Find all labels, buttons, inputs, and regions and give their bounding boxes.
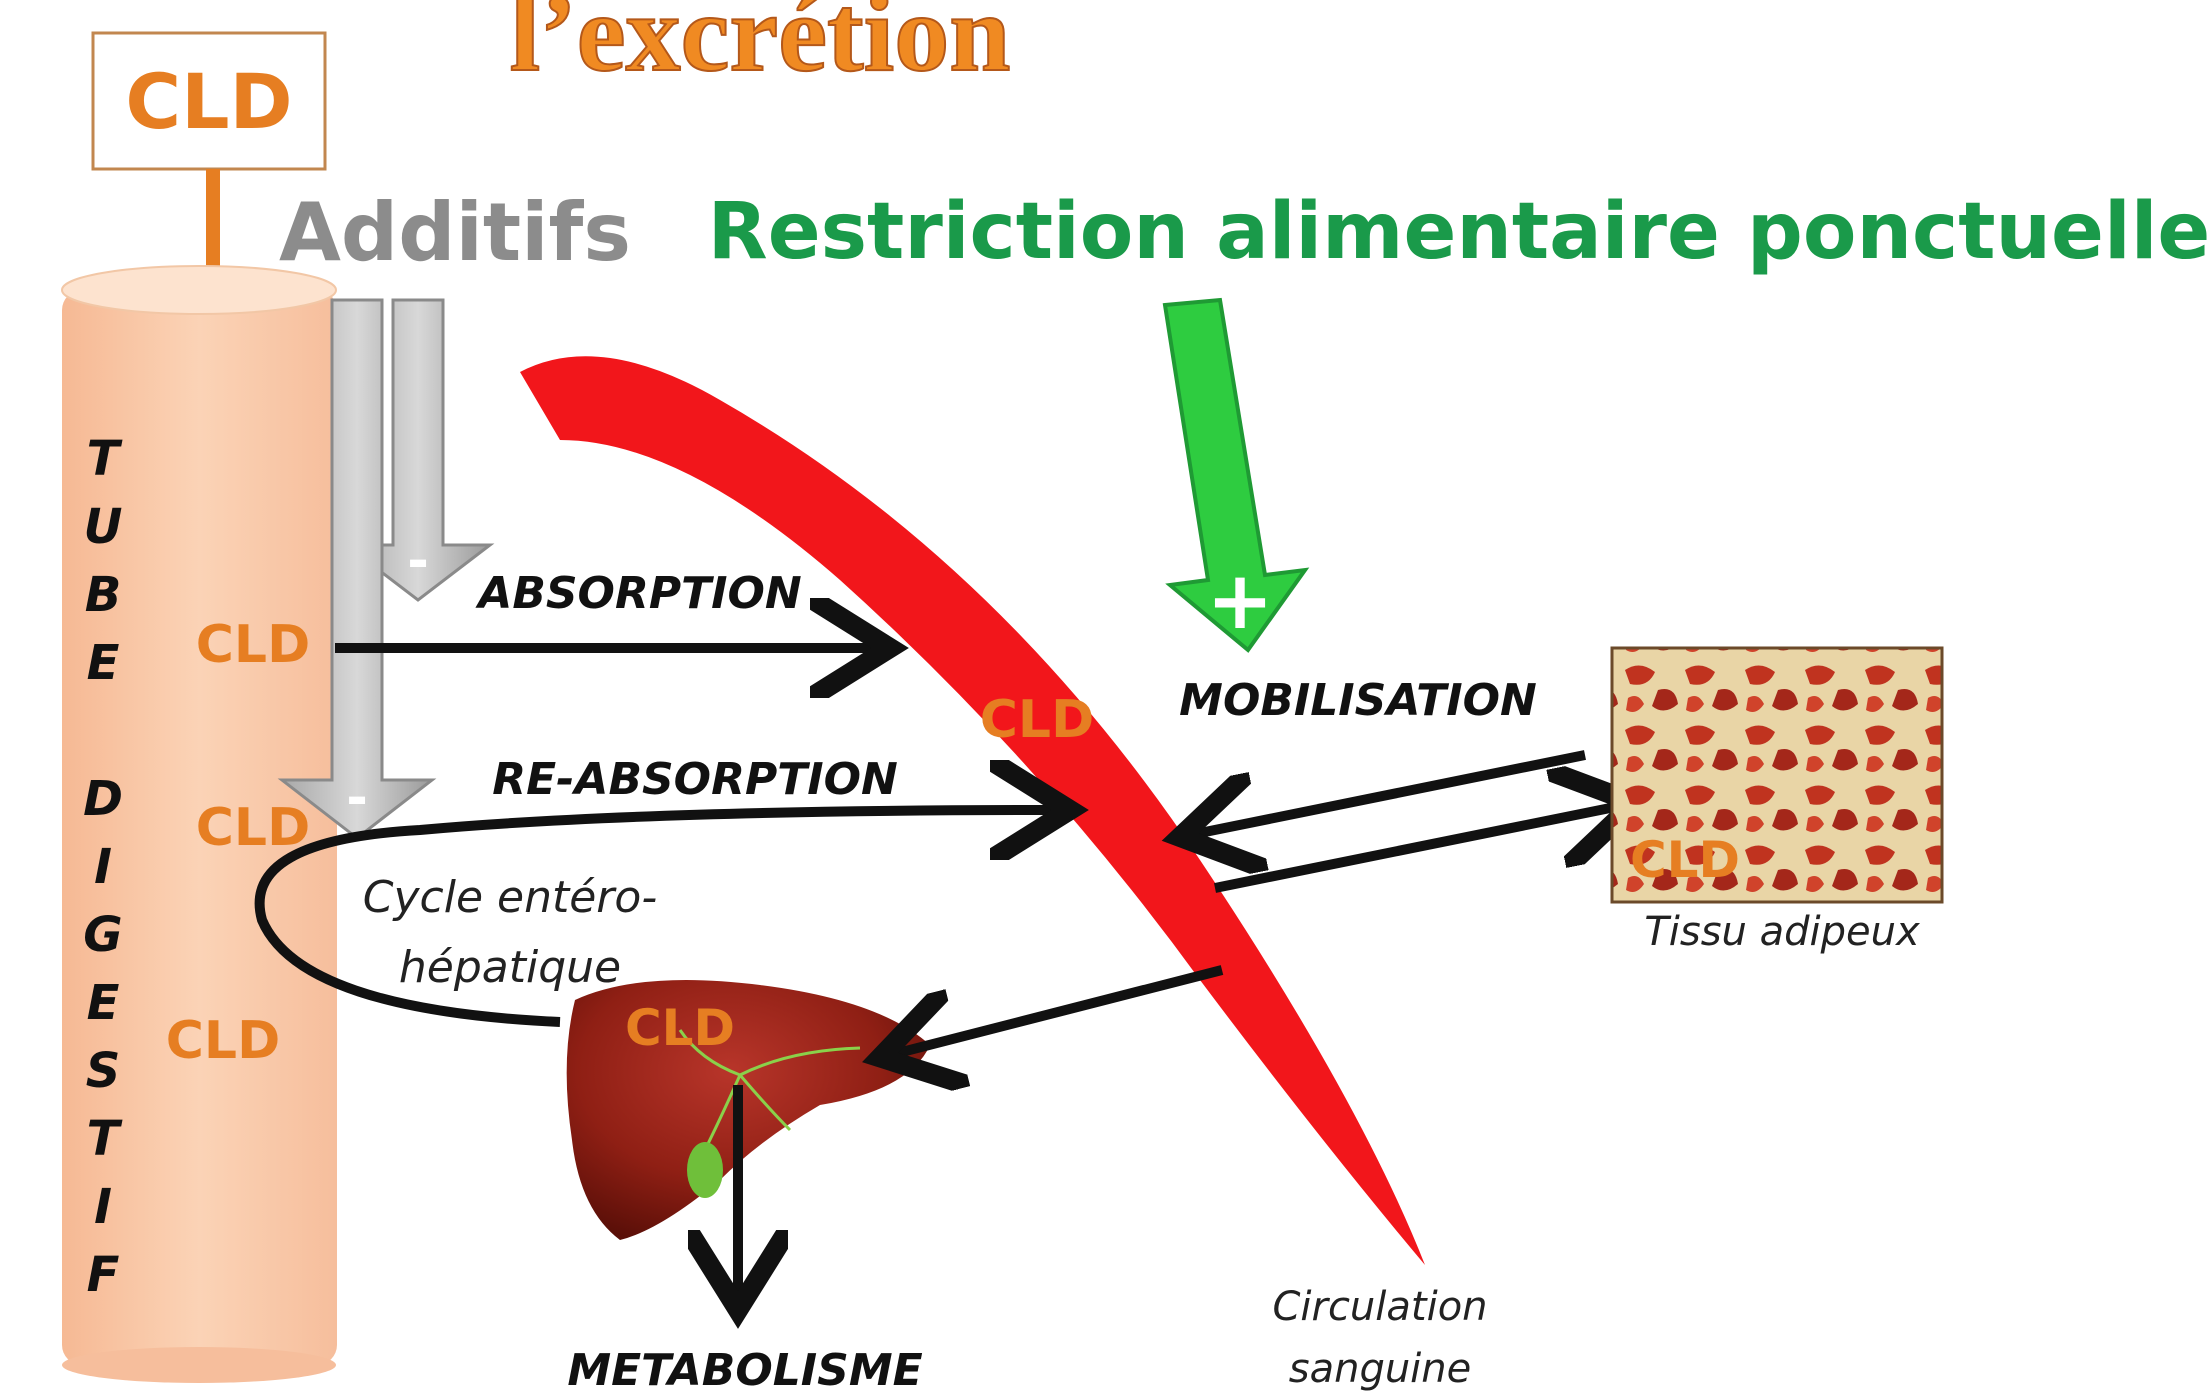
reabsorption-label: RE-ABSORPTION: [492, 754, 898, 805]
metabolisme-label: METABOLISME: [567, 1345, 922, 1392]
tube-cld-label: CLD: [196, 615, 310, 675]
tube-letter: U: [84, 499, 123, 555]
mobilisation-label: MOBILISATION: [1179, 675, 1537, 726]
tube-letter: F: [87, 1247, 120, 1303]
tube-letter: S: [86, 1043, 121, 1099]
tube-letter: T: [87, 431, 123, 487]
restriction-arrow: +: [1165, 300, 1305, 650]
circulation-label-line2: sanguine: [1289, 1346, 1472, 1392]
tube-letter: E: [87, 635, 120, 691]
tube-letter: E: [87, 975, 120, 1031]
tissu-adipeux-label: Tissu adipeux: [1644, 909, 1920, 955]
adipose-tissue-image: CLD: [1612, 648, 1942, 902]
circulation-label-line1: Circulation: [1272, 1284, 1487, 1330]
minus-sign: -: [346, 768, 368, 828]
plus-sign: +: [1206, 554, 1273, 647]
cycle-label-line1: Cycle entéro-: [363, 872, 657, 923]
tube-letter: B: [85, 567, 122, 623]
tube-cld-label: CLD: [196, 798, 310, 858]
cycle-label-line2: hépatique: [399, 942, 621, 993]
tube-cld-label: CLD: [166, 1011, 280, 1071]
restriction-label: Restriction alimentaire ponctuelle: [708, 187, 2207, 277]
adipose-cld-label: CLD: [1630, 831, 1740, 889]
page-title: l’excrétion: [510, 0, 1011, 94]
tube-letter: I: [94, 839, 112, 895]
absorption-label: ABSORPTION: [475, 568, 801, 619]
cld-source-label: CLD: [125, 57, 292, 146]
liver-cld-label: CLD: [625, 999, 735, 1057]
liver-image: CLD: [567, 980, 930, 1240]
tube-letter: T: [87, 1111, 123, 1167]
tube-letter: D: [83, 771, 123, 827]
blood-cld-label: CLD: [980, 690, 1094, 750]
tube-letter: I: [94, 1179, 112, 1235]
additifs-label: Additifs: [279, 186, 631, 279]
cld-source-box: CLD: [93, 33, 325, 169]
tube-letter: G: [83, 907, 122, 963]
minus-sign: -: [407, 531, 429, 591]
blood-to-liver-arrow: [890, 970, 1222, 1055]
